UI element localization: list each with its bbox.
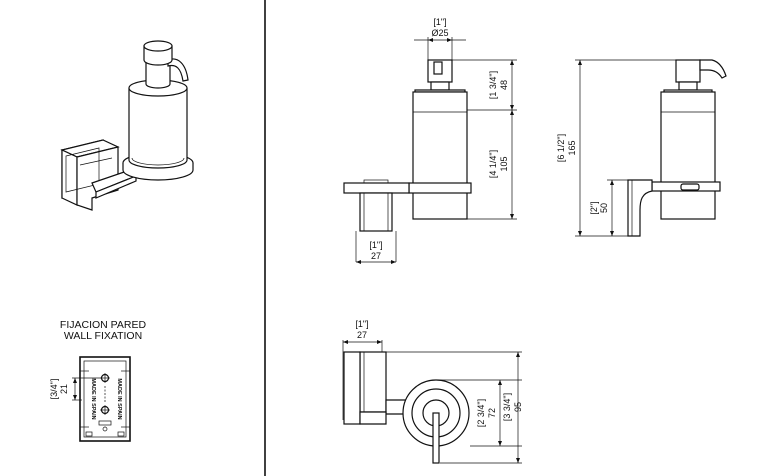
plate-text-right: MADE IN SPAIN	[116, 378, 122, 419]
pump-width-mm: Ø25	[431, 28, 448, 38]
plate-text-left: MADE IN SPAIN	[90, 378, 96, 419]
bracket-width-in: [1"]	[369, 240, 382, 250]
bracket-height-in: [2"]	[589, 201, 599, 214]
front-view: [1"] Ø25 [1"] 27	[343, 17, 517, 264]
bottle-height-in: [4 1/4"]	[488, 150, 498, 178]
bottle-height-mm: 105	[499, 156, 509, 171]
bracket-depth-in: [1"]	[355, 319, 368, 329]
wall-plate	[79, 356, 131, 442]
ring-height-in: [2 3/4"]	[476, 399, 486, 427]
total-height-mm: 165	[567, 140, 577, 155]
pump-height-mm: 48	[499, 80, 509, 90]
wall-fixation-dim-in: [3/4"]	[49, 379, 59, 400]
total-depth-in: [3 3/4"]	[502, 393, 512, 421]
pump-height-in: [1 3/4"]	[488, 71, 498, 99]
total-depth-mm: 95	[513, 402, 523, 412]
total-height-in: [6 1/2"]	[556, 134, 566, 162]
wall-fixation-dim-mm: 21	[59, 384, 69, 394]
pump-width-in: [1"]	[433, 17, 446, 27]
wall-fixation-title-es: FIJACION PARED	[60, 319, 147, 331]
bracket-width-mm: 27	[371, 251, 381, 261]
bracket-height-mm: 50	[599, 203, 609, 213]
wall-fixation-title-en: WALL FIXATION	[64, 330, 142, 342]
bracket-depth-mm: 27	[357, 330, 367, 340]
isometric-view	[60, 40, 194, 211]
side-view: [6 1/2"] 165 [2"] 50	[556, 59, 727, 237]
ring-height-mm: 72	[487, 408, 497, 418]
top-view: [1"] 27 [2 3/4"] 72 [3 3/4"] 9	[342, 319, 523, 464]
wall-fixation-view: FIJACION PARED WALL FIXATION MADE IN SPA…	[49, 319, 147, 442]
